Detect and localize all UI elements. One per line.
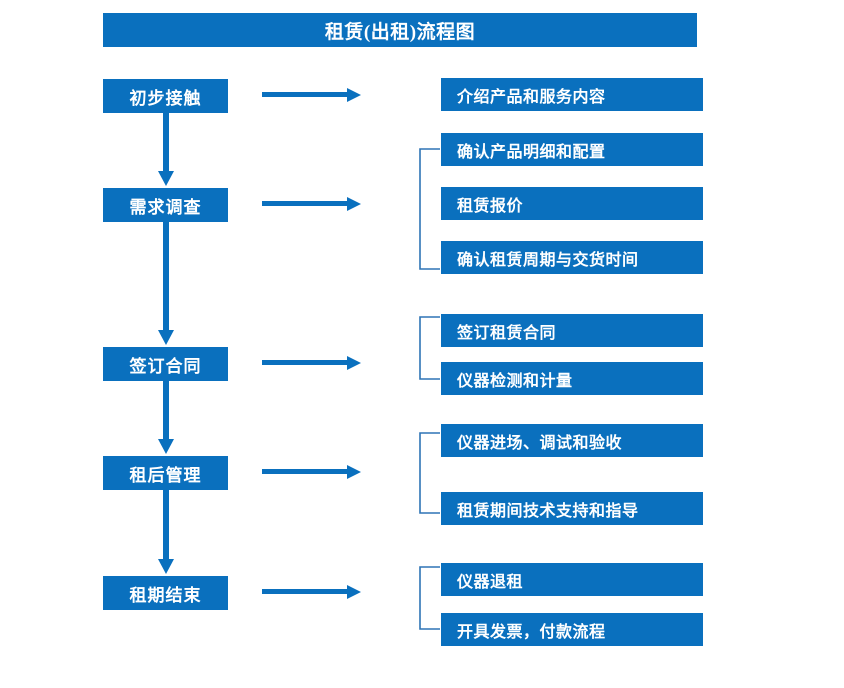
right-arrow-connector-4: [262, 464, 362, 480]
group-bracket-5: [418, 566, 442, 630]
right-arrow-connector-5: [262, 584, 362, 600]
right-arrow-connector-1: [262, 87, 362, 103]
group-bracket-4: [418, 432, 442, 514]
down-arrow-connector-1: [155, 113, 177, 187]
detail-box-2-1[interactable]: 确认产品明细和配置: [441, 133, 703, 166]
right-arrow-connector-3: [262, 355, 362, 371]
detail-box-4-1[interactable]: 仪器进场、调试和验收: [441, 424, 703, 457]
diagram-title: 租赁(出租)流程图: [103, 13, 697, 47]
stage-box-1[interactable]: 初步接触: [103, 79, 228, 113]
detail-box-5-1[interactable]: 仪器退租: [441, 563, 703, 596]
detail-box-3-2[interactable]: 仪器检测和计量: [441, 362, 703, 395]
down-arrow-connector-4: [155, 490, 177, 575]
detail-box-4-2[interactable]: 租赁期间技术支持和指导: [441, 492, 703, 525]
detail-box-1-1[interactable]: 介绍产品和服务内容: [441, 78, 703, 111]
detail-box-2-2[interactable]: 租赁报价: [441, 187, 703, 220]
detail-box-3-1[interactable]: 签订租赁合同: [441, 314, 703, 347]
group-bracket-2: [418, 148, 442, 270]
detail-box-2-3[interactable]: 确认租赁周期与交货时间: [441, 241, 703, 274]
stage-box-4[interactable]: 租后管理: [103, 456, 228, 490]
stage-box-5[interactable]: 租期结束: [103, 576, 228, 610]
down-arrow-connector-3: [155, 381, 177, 455]
detail-box-5-2[interactable]: 开具发票，付款流程: [441, 613, 703, 646]
right-arrow-connector-2: [262, 196, 362, 212]
stage-box-2[interactable]: 需求调查: [103, 188, 228, 222]
stage-box-3[interactable]: 签订合同: [103, 347, 228, 381]
down-arrow-connector-2: [155, 222, 177, 346]
group-bracket-3: [418, 316, 442, 380]
